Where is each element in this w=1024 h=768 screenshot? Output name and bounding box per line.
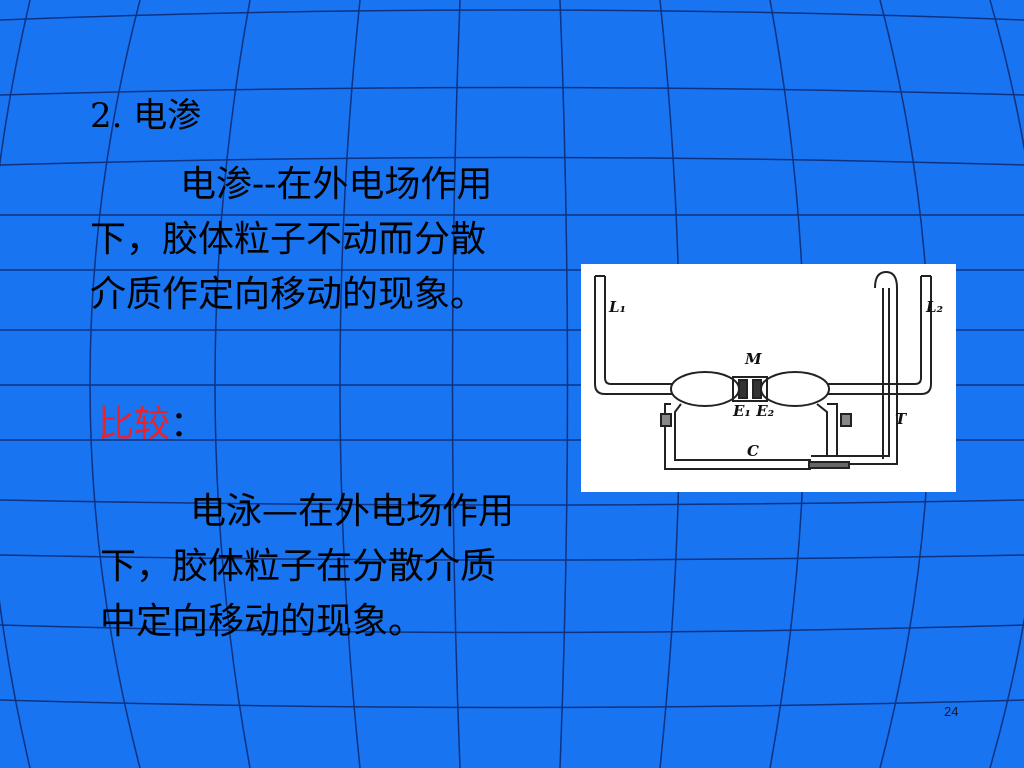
- electrophoresis-definition: 电泳—在外电场作用下，胶体粒子在分散介质中定向移动的现象。: [100, 484, 520, 649]
- apparatus-diagram: L₁ L₂ M E₁ E₂ T C: [594, 270, 944, 470]
- label-L1: L₁: [608, 298, 626, 316]
- slide-heading: 2. 电渗: [90, 96, 202, 136]
- electroosmosis-apparatus-figure: L₁ L₂ M E₁ E₂ T C: [581, 264, 956, 492]
- electrophoresis-definition-text: 电泳—在外电场作用下，胶体粒子在分散介质中定向移动的现象。: [100, 491, 515, 642]
- electroosmosis-definition: 电渗--在外电场作用下，胶体粒子不动而分散介质作定向移动的现象。: [90, 157, 510, 322]
- page-number: 24: [944, 704, 959, 719]
- label-M: M: [744, 350, 762, 368]
- label-L2: L₂: [925, 298, 944, 316]
- electroosmosis-definition-text: 电渗--在外电场作用下，胶体粒子不动而分散介质作定向移动的现象。: [90, 164, 493, 315]
- compare-heading: 比较：: [98, 395, 206, 447]
- label-E1-E2: E₁ E₂: [732, 402, 775, 420]
- compare-colon: ：: [170, 404, 207, 445]
- label-C: C: [747, 442, 759, 460]
- compare-label: 比较: [98, 404, 171, 445]
- label-T: T: [895, 410, 908, 428]
